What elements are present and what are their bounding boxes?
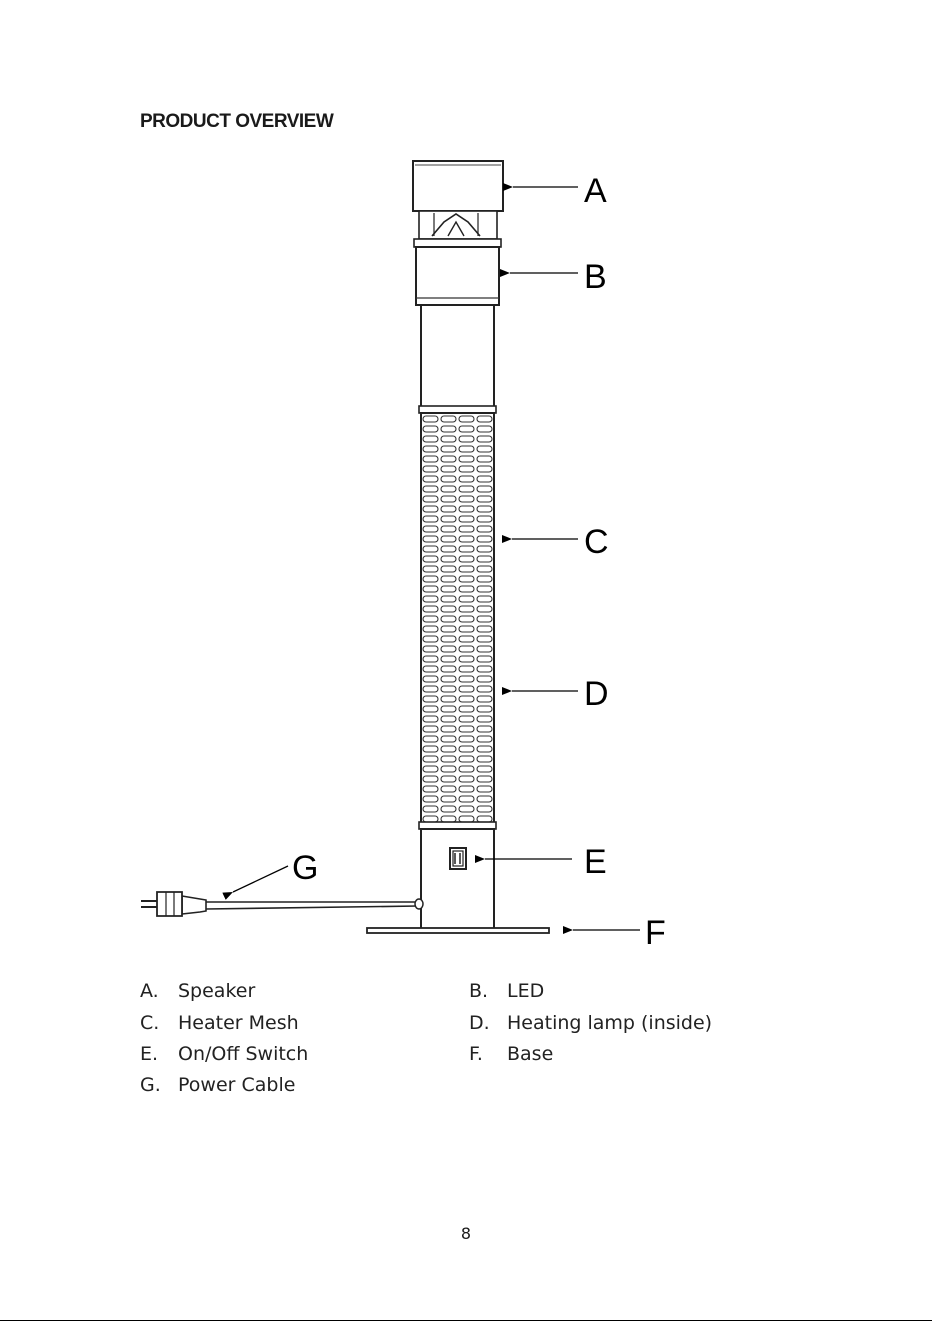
callout-e: E [584, 843, 607, 881]
legend-item-g: G.Power Cable [140, 1074, 295, 1096]
bottom-rule [0, 1320, 932, 1321]
speaker [413, 161, 503, 239]
callout-a: A [584, 172, 607, 210]
power-cable [141, 892, 423, 916]
mesh-top-band [419, 406, 496, 413]
heater-mesh [421, 413, 494, 823]
callout-f: F [645, 914, 666, 952]
callout-d: D [584, 675, 609, 713]
lower-body [421, 829, 494, 930]
led-ring [414, 239, 501, 305]
callout-b: B [584, 258, 607, 296]
page-number: 8 [0, 1224, 932, 1243]
legend-item-b: B.LED [469, 980, 544, 1002]
heater-diagram: A B C D E F G [0, 0, 932, 980]
mesh-bottom-band [419, 822, 496, 829]
callout-c: C [584, 523, 609, 561]
on-off-switch [450, 848, 466, 869]
callout-g: G [292, 849, 318, 887]
legend-item-d: D.Heating lamp (inside) [469, 1012, 712, 1034]
upper-tube [421, 305, 494, 407]
legend-item-c: C.Heater Mesh [140, 1012, 299, 1034]
legend-item-a: A.Speaker [140, 980, 255, 1002]
legend-item-f: F.Base [469, 1043, 553, 1065]
base-plate [367, 928, 549, 933]
legend-item-e: E.On/Off Switch [140, 1043, 308, 1065]
